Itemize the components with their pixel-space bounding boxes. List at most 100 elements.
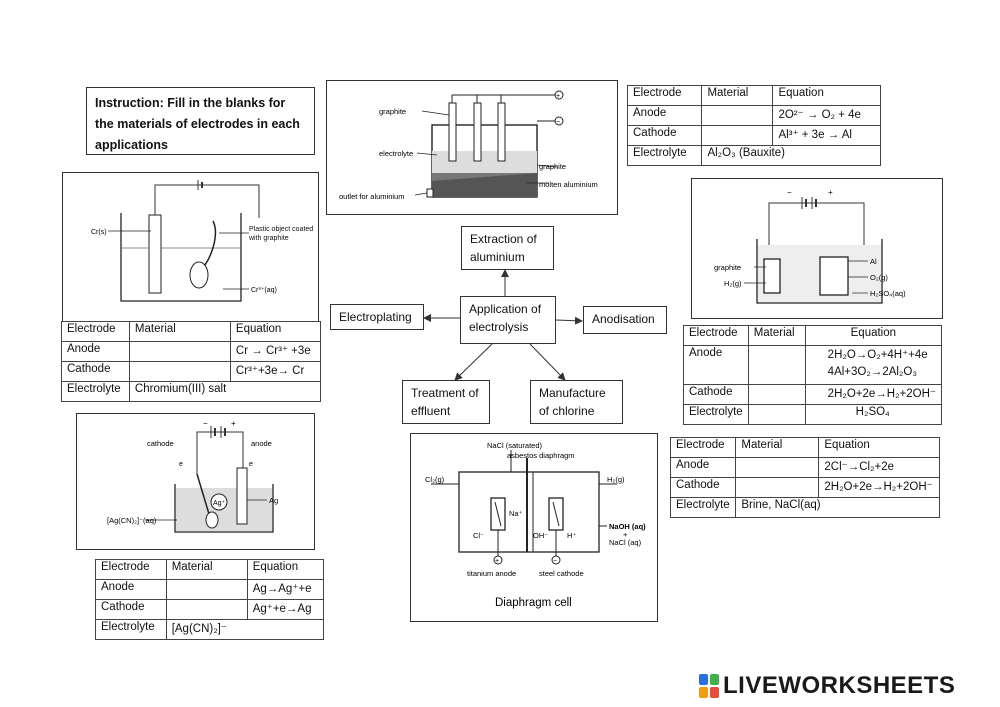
equation-cell: Al³⁺ + 3e → Al (772, 125, 881, 146)
electrode-cell: Anode (626, 105, 703, 126)
equation-cell: Ag⁺+e→Ag (246, 599, 325, 620)
mindmap-center: Application of electrolysis (460, 296, 556, 344)
table-row: Cathode Ag⁺+e→Ag (95, 599, 325, 620)
material-input-alu-cathode[interactable] (701, 125, 774, 146)
cr-label: Cr(s) (91, 229, 107, 236)
dia-steel-label: steel cathode (539, 569, 584, 578)
equation-cell: Cr³⁺+3e→ Cr (229, 361, 322, 382)
material-value[interactable] (707, 127, 767, 144)
material-value[interactable] (172, 601, 242, 618)
branch-effluent: Treatment of effluent (402, 380, 490, 424)
branch-anodisation-label: Anodisation (592, 312, 655, 326)
dia-nacl-aq-label: NaCl (aq) (609, 538, 642, 547)
material-input-cr-cathode[interactable] (128, 361, 231, 382)
electrolyte-label: Electrolyte (669, 497, 737, 518)
cr-ion-label: Cr³⁺(aq) (251, 287, 277, 294)
table-row: Cathode Al³⁺ + 3e → Al (626, 125, 881, 146)
equation-cell: Cr → Cr³⁺ +3e (229, 341, 322, 362)
table-row: Electrolyte [Ag(CN)₂]⁻ (95, 619, 325, 640)
table-row: Anode 2O²⁻ → O₂ + 4e (626, 105, 881, 126)
table-row: Electrolyte H₂SO₄ (683, 404, 943, 425)
dia-cl2-label: Cl₂(g) (425, 475, 445, 484)
header-electrode: Electrode (61, 321, 130, 342)
plastic-label: Plastic object coated with graphite (249, 226, 314, 242)
table-row: Cathode 2H₂O+2e→H₂+2OH⁻ (683, 384, 943, 405)
svg-text:−: − (787, 188, 792, 197)
material-value[interactable] (135, 363, 225, 380)
anodisation-cell-svg: −+ graphite H₂(g) Al O₂(g) H₂SO₄(aq) (714, 188, 906, 304)
alu-graphite2-label: graphite (539, 162, 566, 171)
logo-text: LIVEWORKSHEETS (723, 672, 956, 699)
material-value[interactable] (754, 347, 800, 383)
header-equation: Equation (246, 559, 325, 580)
diaphragm-cell-svg: NaCl (saturated) asbestos diaphragm Cl₂(… (425, 441, 646, 609)
header-equation: Equation (804, 325, 943, 346)
header-electrode: Electrode (669, 437, 737, 458)
material-value[interactable] (172, 581, 242, 598)
anod-al-label: Al (870, 257, 877, 266)
anod-o2-label: O₂(g) (870, 273, 888, 282)
branch-chlorine: Manufacture of chlorine (530, 380, 623, 424)
dia-caption: Diaphragm cell (495, 597, 572, 609)
material-input-cl-anode[interactable] (735, 457, 820, 478)
header-material: Material (701, 85, 774, 106)
svg-text:−: − (203, 419, 208, 428)
header-material: Material (128, 321, 231, 342)
silver-diagram: −+ cathode anode e e Ag⁺ Ag [Ag(CN)₂]⁻(a… (76, 413, 315, 550)
material-value[interactable] (754, 386, 800, 403)
material-value[interactable] (135, 343, 225, 360)
silver-ion-label: Ag⁺ (213, 500, 226, 507)
anodisation-diagram: −+ graphite H₂(g) Al O₂(g) H₂SO₄(aq) (691, 178, 943, 319)
material-value[interactable] (741, 459, 813, 476)
material-value[interactable] (741, 479, 813, 496)
material-input-anod-cathode[interactable] (747, 384, 806, 405)
header-material: Material (165, 559, 248, 580)
header-electrode: Electrode (95, 559, 167, 580)
header-material: Material (747, 325, 806, 346)
dia-nacl-label: NaCl (saturated) (487, 441, 543, 450)
chromium-table: Electrode Material Equation Anode Cr → C… (61, 321, 322, 402)
material-input-alu-anode[interactable] (701, 105, 774, 126)
anod-h2-label: H₂(g) (724, 279, 742, 288)
dia-p-label: + (495, 558, 499, 565)
material-input-cl-cathode[interactable] (735, 477, 820, 498)
branch-electroplating-label: Electroplating (339, 310, 412, 324)
dia-naoh-label: NaOH (aq) (609, 522, 646, 531)
alu-graphite-label: graphite (379, 107, 406, 116)
equation-cell: 2H₂O+2e→H₂+2OH⁻ (804, 384, 943, 405)
equation-cell: 2O²⁻ → O₂ + 4e (772, 105, 881, 126)
dia-plus-label: + (623, 530, 628, 539)
anod-h2so4-label: H₂SO₄(aq) (870, 289, 906, 298)
electrolyte-label: Electrolyte (626, 145, 703, 166)
instruction-box: Instruction: Fill in the blanks for the … (86, 87, 315, 155)
chromium-diagram: Cr(s) Plastic object coated with graphit… (62, 172, 319, 322)
dia-h2-label: H₂(g) (607, 475, 625, 484)
material-input-anod-anode[interactable] (747, 345, 806, 385)
instruction-text: Instruction: Fill in the blanks for the … (95, 96, 300, 152)
table-row: Anode Cr → Cr³⁺ +3e (61, 341, 322, 362)
material-input-ag-cathode[interactable] (165, 599, 248, 620)
alu-electrolyte-label: electrolyte (379, 149, 413, 158)
dia-m-label: − (553, 558, 557, 565)
silver-anode-label: anode (251, 439, 272, 448)
equation-cell: 4Al+3O₂→2Al₂O₃ (804, 365, 943, 385)
material-value[interactable] (707, 107, 767, 124)
branch-anodisation: Anodisation (583, 306, 667, 334)
svg-text:+: + (231, 419, 236, 428)
silver-cathode-label: cathode (147, 439, 174, 448)
material-input-ag-anode[interactable] (165, 579, 248, 600)
aluminium-diagram: + − graphite electrolyte outlet for alum… (326, 80, 618, 215)
silver-ag-label: Ag (269, 496, 278, 505)
silver-e2-label: e (249, 461, 253, 468)
alu-outlet-label: outlet for aluminium (339, 192, 404, 201)
anodisation-table: Electrode Material Equation Anode 2H₂O→O… (683, 325, 943, 425)
material-input-cr-anode[interactable] (128, 341, 231, 362)
electrode-cell: Anode (61, 341, 130, 362)
dia-cl-label: Cl⁻ (473, 531, 484, 540)
dia-ti-label: titanium anode (467, 569, 516, 578)
svg-text:+: + (828, 188, 833, 197)
table-row: Anode Ag→Ag⁺+e (95, 579, 325, 600)
electrolyte-value: Chromium(III) salt (128, 381, 322, 402)
diaphragm-diagram: NaCl (saturated) asbestos diaphragm Cl₂(… (410, 433, 658, 622)
